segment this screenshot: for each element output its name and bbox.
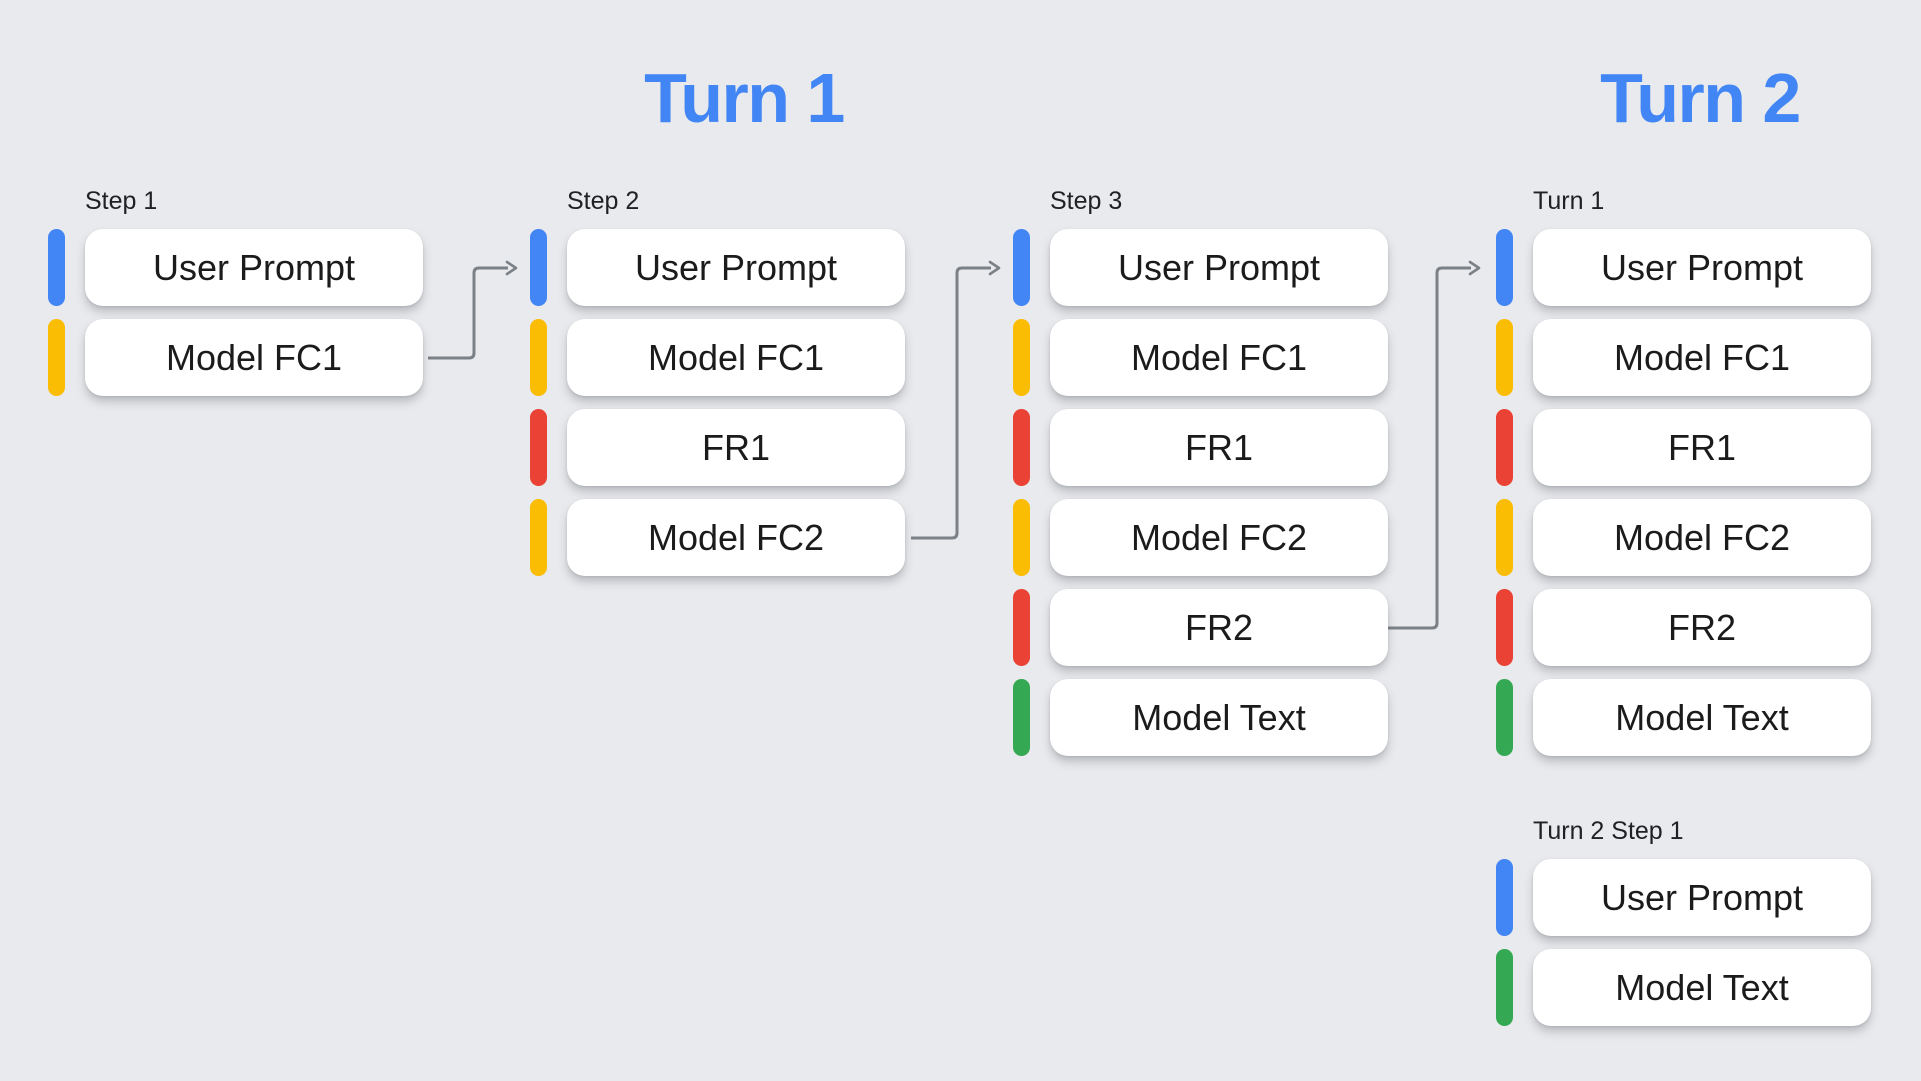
column-label: Turn 2 Step 1 [1533, 817, 1684, 845]
column-label: Step 3 [1050, 187, 1123, 215]
message-row: Model FC2 [530, 499, 905, 576]
message-box: FR2 [1050, 589, 1388, 666]
message-row: User Prompt [1496, 859, 1871, 936]
step1-column: Step 1 User Prompt Model FC1 [48, 186, 423, 396]
model-text-bar [1496, 679, 1513, 756]
function-response-bar [1013, 589, 1030, 666]
message-row: User Prompt [48, 229, 423, 306]
function-response-bar [1496, 409, 1513, 486]
message-row: Model Text [1496, 949, 1871, 1026]
turn1-history-column: Turn 1 User Prompt Model FC1 FR1 Model F… [1496, 186, 1871, 756]
message-row: FR1 [1496, 409, 1871, 486]
message-box: FR2 [1533, 589, 1871, 666]
message-row: User Prompt [1013, 229, 1388, 306]
user-prompt-bar [48, 229, 65, 306]
message-row: Model FC1 [1496, 319, 1871, 396]
message-box: Model FC1 [567, 319, 905, 396]
message-row: Model FC1 [530, 319, 905, 396]
function-response-bar [530, 409, 547, 486]
step2-column: Step 2 User Prompt Model FC1 FR1 Model F… [530, 186, 905, 576]
connector-step2-to-step3 [911, 260, 1001, 540]
message-stack: User Prompt Model FC1 FR1 Model FC2 [530, 229, 905, 576]
connector-step3-to-turn2 [1382, 260, 1481, 630]
model-fc-bar [1496, 319, 1513, 396]
message-box: User Prompt [1533, 859, 1871, 936]
user-prompt-bar [1013, 229, 1030, 306]
message-box: User Prompt [1533, 229, 1871, 306]
message-row: FR2 [1496, 589, 1871, 666]
message-row: Model FC1 [48, 319, 423, 396]
message-row: Model FC2 [1013, 499, 1388, 576]
message-row: Model Text [1496, 679, 1871, 756]
turn2-heading: Turn 2 [1600, 59, 1801, 137]
user-prompt-bar [530, 229, 547, 306]
message-box: FR1 [1533, 409, 1871, 486]
message-box: FR1 [1050, 409, 1388, 486]
function-response-bar [1496, 589, 1513, 666]
step3-column: Step 3 User Prompt Model FC1 FR1 Model F… [1013, 186, 1388, 756]
column-label: Turn 1 [1533, 187, 1605, 215]
message-row: FR1 [530, 409, 905, 486]
model-text-bar [1013, 679, 1030, 756]
model-fc-bar [1496, 499, 1513, 576]
message-row: FR1 [1013, 409, 1388, 486]
message-box: Model FC1 [85, 319, 423, 396]
message-box: User Prompt [1050, 229, 1388, 306]
message-box: Model Text [1050, 679, 1388, 756]
turn1-heading: Turn 1 [644, 59, 845, 137]
message-row: FR2 [1013, 589, 1388, 666]
message-row: Model FC1 [1013, 319, 1388, 396]
message-box: Model Text [1533, 679, 1871, 756]
model-fc-bar [1013, 499, 1030, 576]
message-row: Model Text [1013, 679, 1388, 756]
model-fc-bar [530, 319, 547, 396]
column-label: Step 1 [85, 187, 158, 215]
message-box: Model Text [1533, 949, 1871, 1026]
message-stack: User Prompt Model FC1 FR1 Model FC2 FR2 … [1013, 229, 1388, 756]
message-box: User Prompt [85, 229, 423, 306]
user-prompt-bar [1496, 859, 1513, 936]
message-box: User Prompt [567, 229, 905, 306]
model-fc-bar [530, 499, 547, 576]
message-stack: User Prompt Model Text [1496, 859, 1871, 1026]
model-text-bar [1496, 949, 1513, 1026]
message-box: Model FC2 [567, 499, 905, 576]
user-prompt-bar [1496, 229, 1513, 306]
model-fc-bar [1013, 319, 1030, 396]
message-row: User Prompt [530, 229, 905, 306]
message-box: Model FC1 [1533, 319, 1871, 396]
message-stack: User Prompt Model FC1 [48, 229, 423, 396]
message-box: FR1 [567, 409, 905, 486]
message-box: Model FC2 [1050, 499, 1388, 576]
function-response-bar [1013, 409, 1030, 486]
message-row: User Prompt [1496, 229, 1871, 306]
column-label: Step 2 [567, 187, 640, 215]
message-box: Model FC1 [1050, 319, 1388, 396]
message-stack: User Prompt Model FC1 FR1 Model FC2 FR2 … [1496, 229, 1871, 756]
model-fc-bar [48, 319, 65, 396]
connector-step1-to-step2 [428, 260, 518, 360]
message-row: Model FC2 [1496, 499, 1871, 576]
message-box: Model FC2 [1533, 499, 1871, 576]
turn2-step1-column: Turn 2 Step 1 User Prompt Model Text [1496, 816, 1871, 1026]
